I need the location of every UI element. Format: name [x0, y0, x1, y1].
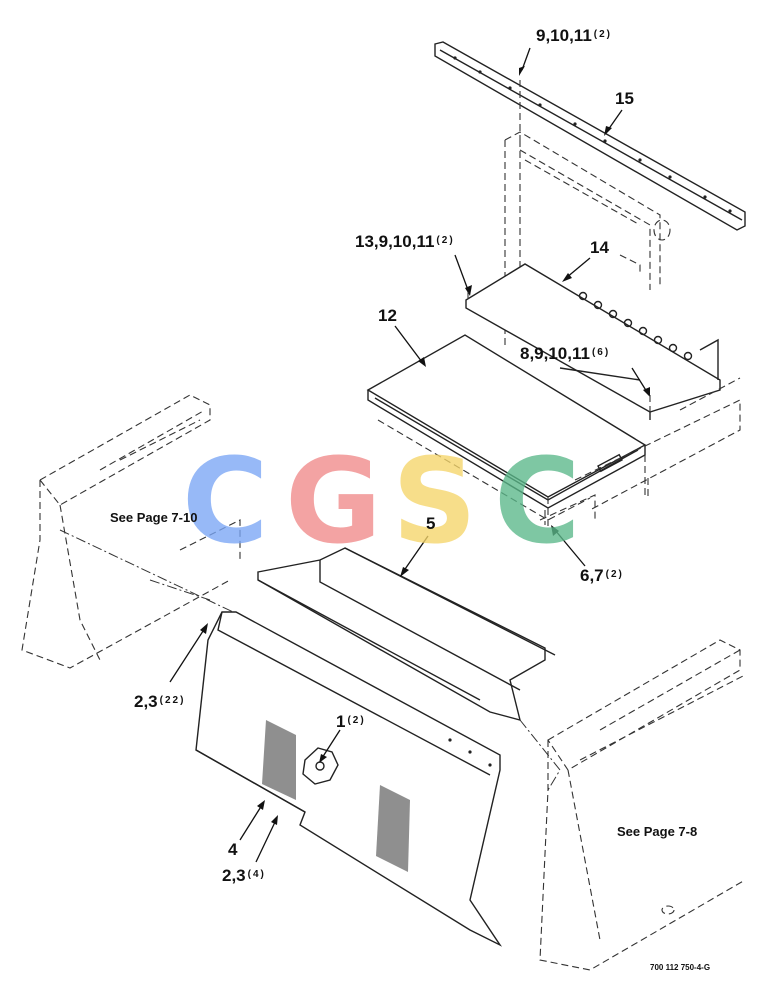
callout-15: 15	[615, 89, 634, 108]
callout-12: 12	[378, 306, 397, 325]
part-4-front-panel	[195, 611, 503, 947]
callout-14: 14	[590, 238, 609, 257]
callout-13-9-10-11: 13,9,10,11(2)	[355, 232, 455, 251]
right-rail-phantom	[539, 377, 741, 521]
part-5-channel	[257, 547, 556, 721]
right-housing-phantom	[519, 639, 746, 971]
left-housing-phantom	[21, 394, 251, 669]
part-15-angle-bar	[434, 41, 746, 231]
bolt-stacks	[467, 80, 651, 525]
watermark-letter-2: G	[285, 432, 382, 570]
callout-4: 4	[228, 840, 238, 859]
watermark-letter-1: C	[182, 432, 269, 570]
plate-holes	[578, 291, 693, 361]
see-page-reference-right: See Page 7-8	[617, 824, 698, 839]
callout-9-10-11-top: 9,10,11(2)	[536, 26, 613, 45]
leader-arrows	[169, 47, 650, 863]
callout-8-9-10-11: 8,9,10,11(6)	[520, 344, 611, 363]
callout-2-3-vent: 2,3(4)	[222, 866, 266, 885]
watermark-letter-3: S	[392, 432, 477, 570]
callout-1: 1(2)	[336, 712, 366, 731]
see-page-reference-left: See Page 7-10	[110, 510, 198, 525]
bar-holes	[453, 56, 732, 213]
part-12-tray	[366, 334, 647, 530]
drawing-number: 700 112 750-4-G	[650, 963, 711, 972]
vent-grille-right	[376, 785, 410, 872]
callout-2-3-panel: 2,3(22)	[134, 692, 186, 711]
callout-5: 5	[426, 514, 436, 533]
watermark-letter-4: C	[494, 432, 581, 570]
part-14-mounting-plate	[465, 263, 721, 420]
callout-6-7: 6,7(2)	[580, 566, 624, 585]
vent-grille-left	[262, 720, 296, 800]
access-cover-knob	[302, 747, 339, 785]
